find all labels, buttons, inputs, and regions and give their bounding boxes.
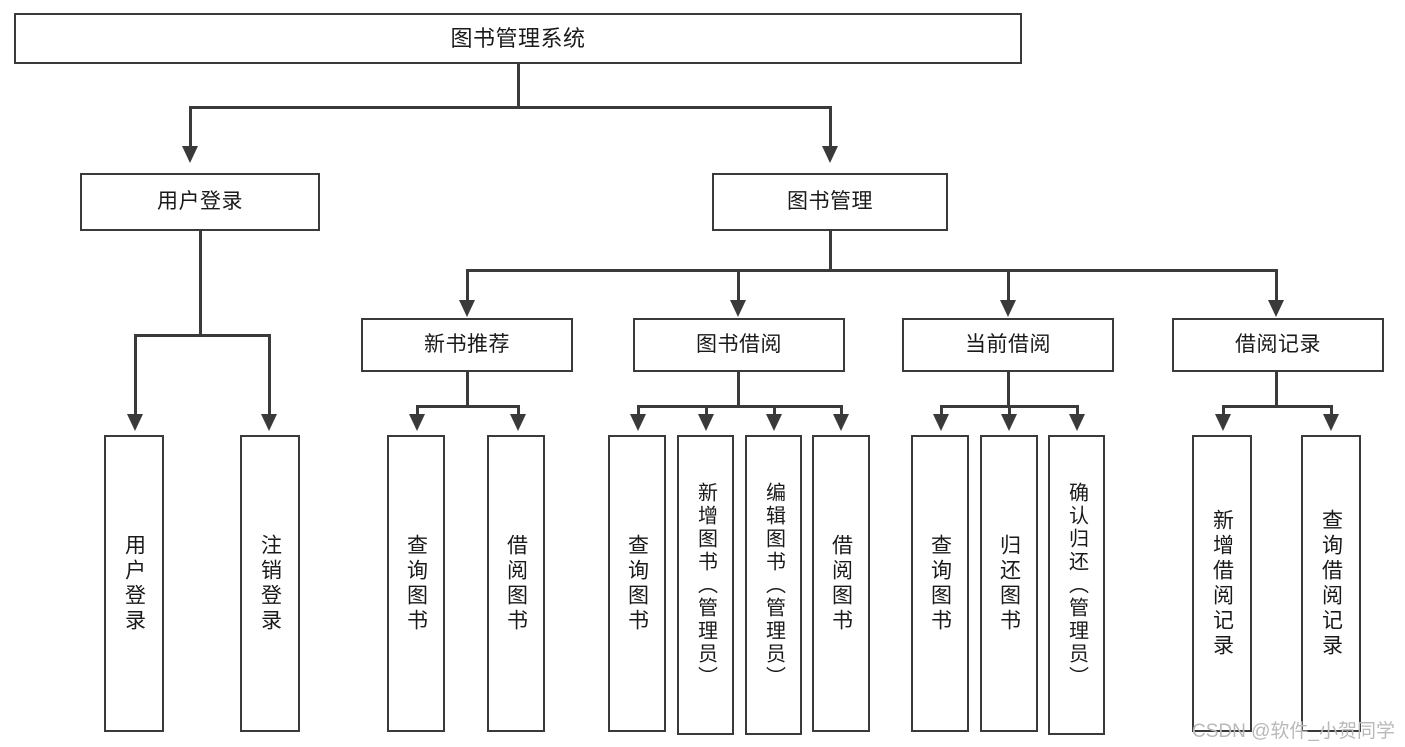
node-new-book-recommendation[interactable]: 新书推荐 xyxy=(361,318,573,372)
node-user-login[interactable]: 用户登录 xyxy=(80,173,320,231)
edge-user-login-to-leaf1 xyxy=(134,334,137,416)
arrowhead-to-new-book-rec xyxy=(459,300,475,317)
node-label: 当前借阅 xyxy=(965,332,1051,356)
edge-new-book-rec-stem xyxy=(466,372,469,405)
edge-current-borrow-stem xyxy=(1007,372,1010,405)
edge-borrow-records-bus xyxy=(1222,405,1333,408)
arrowhead-br-leaf2 xyxy=(1323,414,1339,431)
leaf-borrow-books-bb[interactable]: 借阅图书 xyxy=(812,435,870,732)
edge-root-to-user-login xyxy=(189,106,192,148)
arrowhead-to-book-borrow xyxy=(730,300,746,317)
leaf-query-books-cb[interactable]: 查询图书 xyxy=(911,435,969,732)
node-label: 查询图书 xyxy=(625,533,649,634)
edge-to-book-borrow xyxy=(737,269,740,302)
node-label: 查询图书 xyxy=(928,533,952,634)
node-book-management[interactable]: 图书管理 xyxy=(712,173,948,231)
leaf-add-book-admin[interactable]: 新增图书（管理员） xyxy=(677,435,734,735)
arrowhead-to-book-mgmt xyxy=(822,146,838,163)
edge-borrow-records-stem xyxy=(1275,372,1278,405)
node-label: 查询图书 xyxy=(404,533,428,634)
leaf-user-login[interactable]: 用户登录 xyxy=(104,435,164,732)
arrowhead-br-leaf1 xyxy=(1215,414,1231,431)
edge-user-login-to-leaf2 xyxy=(268,334,271,416)
node-root-system[interactable]: 图书管理系统 xyxy=(14,13,1022,64)
node-label: 归还图书 xyxy=(997,533,1021,634)
edge-book-borrow-to-leaf2 xyxy=(705,405,708,417)
edge-new-book-rec-to-leaf2 xyxy=(517,405,520,417)
arrowhead-to-leaf-user-login xyxy=(127,414,143,431)
edge-root-bus xyxy=(189,106,832,109)
arrowhead-bb-leaf2 xyxy=(698,414,714,431)
edge-current-borrow-to-leaf3 xyxy=(1076,405,1079,417)
node-current-borrow[interactable]: 当前借阅 xyxy=(902,318,1114,372)
arrowhead-to-user-login xyxy=(182,146,198,163)
edge-book-borrow-stem xyxy=(737,372,740,405)
arrowhead-bb-leaf1 xyxy=(630,414,646,431)
node-label: 新书推荐 xyxy=(424,332,510,356)
node-label: 用户登录 xyxy=(157,189,243,213)
edge-current-borrow-to-leaf1 xyxy=(940,405,943,417)
node-borrow-records[interactable]: 借阅记录 xyxy=(1172,318,1384,372)
node-label: 确认归还（管理员） xyxy=(1065,481,1088,689)
edge-book-mgmt-bus xyxy=(466,269,1278,272)
node-label: 图书管理 xyxy=(787,189,873,213)
leaf-query-books-bb[interactable]: 查询图书 xyxy=(608,435,666,732)
node-label: 编辑图书（管理员） xyxy=(762,481,785,689)
edge-root-to-book-mgmt xyxy=(829,106,832,148)
edge-root-stem xyxy=(517,64,520,106)
arrowhead-nbr-leaf2 xyxy=(510,414,526,431)
leaf-return-books[interactable]: 归还图书 xyxy=(980,435,1038,732)
edge-new-book-rec-to-leaf1 xyxy=(416,405,419,417)
edge-book-borrow-to-leaf1 xyxy=(637,405,640,417)
leaf-add-borrow-record[interactable]: 新增借阅记录 xyxy=(1192,435,1252,732)
arrowhead-cb-leaf3 xyxy=(1069,414,1085,431)
edge-user-login-bus xyxy=(134,334,271,337)
edge-to-borrow-records xyxy=(1275,269,1278,302)
node-label: 借阅图书 xyxy=(829,533,853,634)
node-label: 查询借阅记录 xyxy=(1319,508,1343,659)
node-label: 新增借阅记录 xyxy=(1210,508,1234,659)
arrowhead-cb-leaf1 xyxy=(933,414,949,431)
edge-to-new-book-rec xyxy=(466,269,469,302)
leaf-query-books-nbr[interactable]: 查询图书 xyxy=(387,435,445,732)
edge-borrow-records-to-leaf2 xyxy=(1330,405,1333,417)
node-label: 新增图书（管理员） xyxy=(694,481,717,689)
node-label: 注销登录 xyxy=(258,533,282,634)
arrowhead-to-leaf-logout xyxy=(261,414,277,431)
node-label: 图书管理系统 xyxy=(450,25,586,51)
edge-book-mgmt-stem xyxy=(829,231,832,269)
node-label: 借阅图书 xyxy=(504,533,528,634)
node-book-borrow[interactable]: 图书借阅 xyxy=(633,318,845,372)
edge-book-borrow-bus xyxy=(637,405,842,408)
edge-to-current-borrow xyxy=(1007,269,1010,302)
arrowhead-to-current-borrow xyxy=(1000,300,1016,317)
edge-book-borrow-to-leaf4 xyxy=(840,405,843,417)
leaf-edit-book-admin[interactable]: 编辑图书（管理员） xyxy=(745,435,802,735)
arrowhead-to-borrow-records xyxy=(1268,300,1284,317)
leaf-logout[interactable]: 注销登录 xyxy=(240,435,300,732)
edge-current-borrow-to-leaf2 xyxy=(1008,405,1011,417)
arrowhead-cb-leaf2 xyxy=(1001,414,1017,431)
arrowhead-bb-leaf3 xyxy=(766,414,782,431)
edge-book-borrow-to-leaf3 xyxy=(773,405,776,417)
node-label: 用户登录 xyxy=(122,533,146,634)
node-label: 图书借阅 xyxy=(696,332,782,356)
edge-user-login-stem xyxy=(199,231,202,334)
edge-borrow-records-to-leaf1 xyxy=(1222,405,1225,417)
leaf-query-borrow-record[interactable]: 查询借阅记录 xyxy=(1301,435,1361,732)
node-label: 借阅记录 xyxy=(1235,332,1321,356)
leaf-confirm-return-admin[interactable]: 确认归还（管理员） xyxy=(1048,435,1105,735)
arrowhead-nbr-leaf1 xyxy=(409,414,425,431)
edge-new-book-rec-bus xyxy=(416,405,520,408)
leaf-borrow-books-nbr[interactable]: 借阅图书 xyxy=(487,435,545,732)
arrowhead-bb-leaf4 xyxy=(833,414,849,431)
